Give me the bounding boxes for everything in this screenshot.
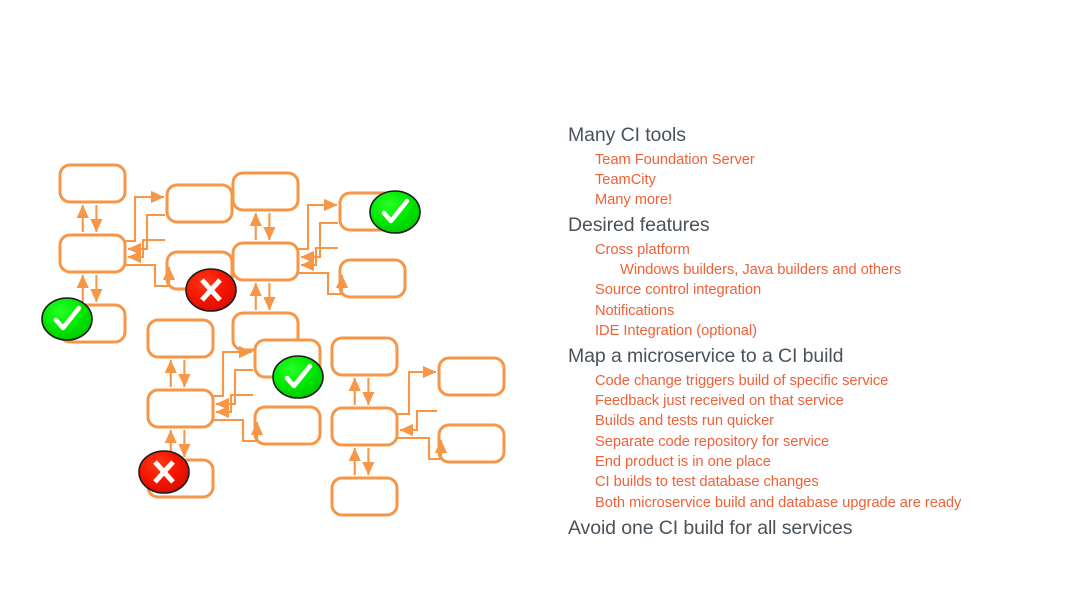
- pass-ellipse: [272, 355, 324, 399]
- outline-bullet: Builds and tests run quicker: [595, 413, 775, 430]
- cluster-bottom-right-box-top: [330, 336, 399, 377]
- cluster-top-left-side-box-top: [165, 183, 234, 224]
- outline-bullet: Windows builders, Java builders and othe…: [620, 262, 902, 279]
- outline-bullet: IDE Integration (optional): [595, 323, 757, 340]
- cluster-top-left-box-top: [58, 163, 127, 204]
- check-icon: [53, 305, 82, 331]
- outline-bullet: TeamCity: [595, 171, 656, 188]
- badge-pass-2: [369, 190, 421, 234]
- outline-bullet: Separate code repository for service: [595, 433, 830, 450]
- outline-bullet: CI builds to test database changes: [595, 474, 819, 491]
- cluster-top-left-box-mid: [58, 233, 127, 274]
- cluster-bottom-left-box-top: [146, 318, 215, 359]
- cluster-bottom-right-link-in-bottom: [399, 409, 437, 437]
- outline-bullet: Cross platform: [595, 241, 690, 258]
- cluster-top-right-box-top: [231, 171, 300, 212]
- cluster-top-right-side-box-bottom: [338, 258, 407, 299]
- outline-heading: Avoid one CI build for all services: [568, 516, 853, 539]
- cluster-top-left-link-in-top: [127, 213, 165, 256]
- cluster-bottom-right-link-out-bottom: [395, 436, 448, 461]
- cluster-top-left-link-in-bottom: [127, 238, 165, 264]
- badge-pass-1: [41, 297, 93, 341]
- cluster-top-right-box-mid: [231, 241, 300, 282]
- cluster-top-right-link-out-top: [296, 198, 338, 251]
- pass-ellipse: [369, 190, 421, 234]
- cluster-bottom-left-link-in-bottom: [215, 393, 253, 419]
- cluster-bottom-right-side-box-bottom: [437, 423, 506, 464]
- cross-icon: [200, 278, 222, 302]
- outline-bullet: Both microservice build and database upg…: [595, 494, 962, 511]
- cluster-bottom-left-link-out-top: [211, 345, 253, 398]
- cluster-bottom-left-box-mid: [146, 388, 215, 429]
- outline-bullet: End product is in one place: [595, 454, 771, 471]
- outline-bullet: Team Foundation Server: [595, 151, 755, 168]
- cluster-bottom-right-box-mid: [330, 406, 399, 447]
- outline-bullet: Notifications: [595, 302, 675, 319]
- outline-bullet: Many more!: [595, 192, 673, 209]
- cluster-bottom-right-box-bottom: [330, 476, 399, 517]
- cluster-bottom-left-link-out-bottom: [211, 418, 264, 443]
- outline-bullet: Feedback just received on that service: [595, 393, 844, 410]
- cluster-bottom-left-link-in-top: [215, 368, 253, 411]
- pass-ellipse: [41, 297, 93, 341]
- outline-heading: Many CI tools: [568, 124, 686, 146]
- diagram-canvas: [41, 163, 506, 517]
- check-icon: [284, 363, 313, 389]
- cluster-top-left-link-out-bottom: [123, 263, 176, 288]
- badge-pass-3: [272, 355, 324, 399]
- badge-fail-1: [185, 268, 237, 312]
- cluster-bottom-right-link-out-top: [395, 365, 437, 416]
- outline-heading: Desired features: [568, 214, 710, 237]
- cluster-bottom-right-side-box-top: [437, 356, 506, 397]
- badge-fail-2: [138, 450, 190, 494]
- cluster-bottom-left-side-box-bottom: [253, 405, 322, 446]
- outline-heading: Map a microservice to a CI build: [568, 345, 844, 368]
- cluster-top-left-link-out-top: [123, 190, 165, 243]
- cross-icon: [153, 460, 175, 484]
- cluster-top-right-link-in-top: [300, 221, 338, 264]
- cluster-top-right-link-out-bottom: [296, 271, 349, 296]
- outline-bullet: Code change triggers build of specific s…: [595, 372, 889, 389]
- microservice-diagram: [41, 163, 506, 517]
- check-icon: [381, 198, 410, 224]
- outline-bullet: Source control integration: [595, 282, 762, 299]
- cluster-top-right-link-in-bottom: [300, 246, 338, 272]
